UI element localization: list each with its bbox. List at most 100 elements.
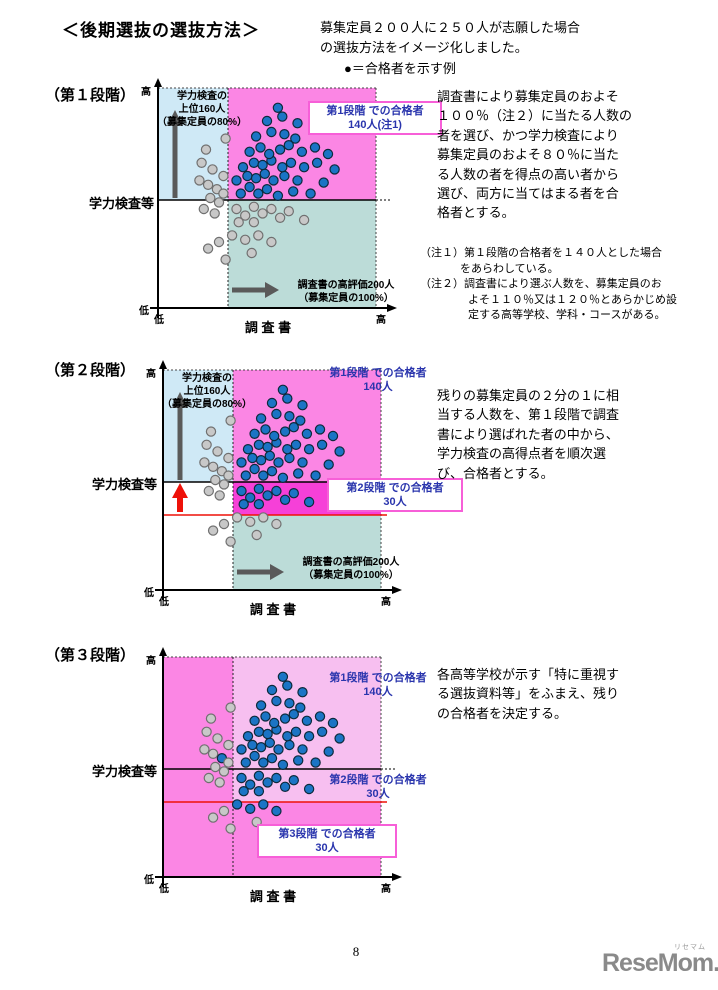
desc-line: 当する人数を、第１段階で調査 [437,407,620,423]
up-arrow-icon [172,392,188,480]
applicant-dot-pass [253,498,265,510]
y-axis-name: 学力検査等 [88,196,154,211]
applicant-dots [199,384,345,547]
applicant-dot [209,208,220,219]
applicant-dot-pass [292,755,304,766]
applicant-dot-pass [244,492,256,503]
applicant-dot-pass [240,757,252,768]
applicant-dot-pass [260,424,271,435]
applicant-dot-pass [273,744,284,755]
applicant-dot-pass [301,715,313,727]
stage1-description: 調査書により募集定員のおよそ １００％（注２）に当たる人数の 者を選び、かつ学力… [437,87,632,223]
applicant-dot [225,415,236,426]
note-line: をあらわしている。 [460,262,559,275]
page-title: ＜後期選抜の選抜方法＞ [62,21,260,40]
desc-line: び、合格者とする。 [437,465,554,481]
applicant-dot [220,133,231,144]
x-axis-name: 調 査 書 [244,320,292,335]
applicant-dot [218,479,230,490]
stage1-pass-count-box: 第1段階 での合格者 140人(注1) [308,101,442,135]
applicant-dot-pass [262,441,273,453]
right-arrow-icon [237,564,284,580]
applicant-dot [251,529,262,541]
applicant-dot-pass [249,750,260,762]
note-line: （注２）調査書により選ぶ人数を、募集定員のお [420,278,662,291]
applicant-dot-pass [236,457,247,468]
applicant-dot-pass [238,498,249,510]
applicant-dot-pass [258,799,269,810]
applicant-dot [205,192,216,204]
applicant-dot-pass [250,131,262,142]
page-number: 8 [352,944,360,959]
intro-line: 募集定員２００人に２５０人が志願した場合 [320,20,581,35]
applicant-dot-pass [329,164,340,175]
applicant-dot-pass [288,421,299,433]
applicant-dot [223,757,234,768]
applicant-dot [266,203,277,215]
applicant-dot-pass [288,774,299,786]
intro-line: の選抜方法をイメージ化しました。 [320,40,528,55]
applicant-dot-pass [271,805,282,817]
stage1-pass-count-label: 第1段階 での合格者 140人 [300,366,456,394]
applicant-dot-pass [260,711,271,722]
applicant-dot [225,536,236,547]
applicant-dot-pass [284,452,295,464]
applicant-dot-pass [301,428,313,440]
note-line: よそ１１０％又は１２０％とあらかじめ設 [468,293,677,306]
desc-line: 各高等学校が示す「特に重視す [437,667,620,682]
applicant-dot [210,474,221,486]
applicant-dot [231,512,243,523]
desc-line: 募集定員のおよそ８０％に当た [437,147,620,163]
applicant-dot [198,203,210,215]
applicant-dot [207,812,219,823]
applicant-dot [199,457,210,468]
applicant-dot [274,212,286,223]
applicant-dot-pass [277,384,289,395]
applicant-dot [212,446,223,457]
applicant-dot-pass [284,698,295,709]
y-axis [159,360,167,600]
y-high-label: 高 [146,654,156,667]
desc-line: の合格者を決定する。 [437,705,568,721]
desc-line: 書により選ばれた者の中から、 [437,426,619,442]
applicant-dot-pass [303,496,315,508]
desc-line: 調査書により募集定員のおよそ [437,89,619,104]
applicant-dot-pass [253,770,265,782]
x-axis [155,586,402,594]
applicant-dot-pass [266,126,277,138]
pass-box-line: 140人(注1) [348,119,402,131]
applicant-dot-pass [316,726,328,738]
applicant-dot-pass [309,142,321,153]
applicant-dot-pass [242,730,254,742]
applicant-dot-pass [295,702,306,713]
stage1-title: （第１段階） [45,87,136,104]
applicant-dot-pass [292,468,304,479]
applicant-dot [233,216,244,228]
applicant-dot [248,216,260,228]
pass-box-line: 30人 [383,496,407,508]
applicant-dot [246,247,257,259]
applicant-dot-pass [279,781,291,792]
applicant-dot [202,179,214,191]
applicant-dot-pass [272,102,284,113]
applicant-dots [199,671,345,834]
applicant-dot [218,170,229,182]
applicant-dot-pass [282,393,293,404]
exam-top-note-line: （募集定員の80%） [161,399,252,410]
exam-top-note: 学力検査の 上位160人 （募集定員の80%） [144,90,260,129]
applicant-dot [218,766,230,777]
applicant-dot-pass [284,411,295,422]
stage3-description: 各高等学校が示す「特に重視す る選抜資料等」をふまえ、残り の合格者を決定する。 [437,665,619,723]
applicant-dot [207,748,219,760]
x-axis [150,304,397,312]
applicant-dot-pass [283,139,294,151]
applicant-dot-pass [334,446,345,457]
applicant-dot-pass [258,470,269,481]
x-axis-name: 調 査 書 [249,602,297,617]
applicant-dot-pass [290,439,302,451]
applicant-dot [194,175,205,186]
desc-line: 残りの募集定員の２分の１に相 [437,388,620,403]
applicant-dot-pass [279,713,291,724]
applicant-dot-pass [287,186,299,197]
